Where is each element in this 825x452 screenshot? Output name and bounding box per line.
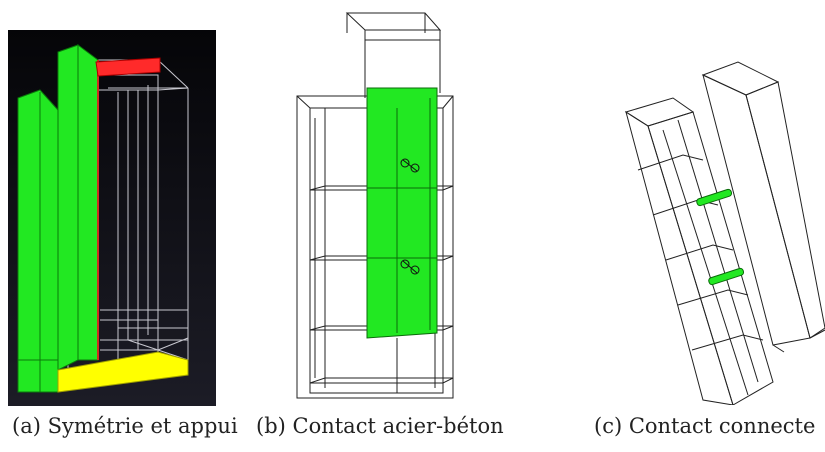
caption-b: (b) Contact acier-béton (256, 414, 504, 438)
symmetry-plane-front (57, 44, 79, 371)
panel-c-drawing (624, 61, 825, 405)
concrete-block (701, 61, 825, 353)
steel-plate-contact (366, 87, 438, 339)
panel-a-drawing (8, 30, 216, 406)
connector-stud-upper (696, 188, 733, 207)
panel-b-drawing (296, 12, 454, 399)
top-support-red (95, 57, 161, 77)
caption-a: (a) Symétrie et appui (12, 414, 238, 438)
caption-c: (c) Contact connecte (594, 414, 816, 438)
panel-b-steel-concrete-contact (285, 8, 470, 408)
panel-a-symmetry-support (8, 30, 216, 406)
connector-icon (400, 158, 420, 275)
symmetry-plane-side (77, 44, 99, 361)
wireframe-column (624, 97, 774, 405)
connector-studs (696, 188, 745, 286)
panel-c-connector-contact (618, 60, 825, 405)
base-support-yellow (57, 351, 189, 393)
connector-stud-lower (708, 267, 745, 286)
symmetry-plane-lower (17, 89, 59, 393)
